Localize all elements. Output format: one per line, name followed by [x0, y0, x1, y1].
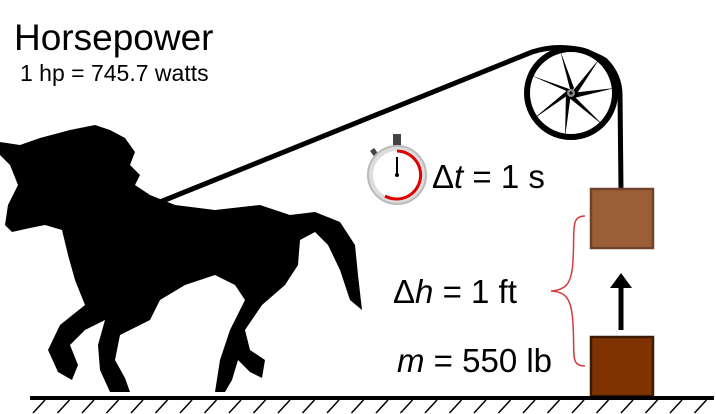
ground-hatch	[252, 399, 267, 414]
ground-hatch	[56, 399, 71, 414]
weight-box	[589, 335, 655, 398]
horse-silhouette	[0, 125, 362, 392]
ground-hatch	[154, 399, 169, 414]
ground-hatch	[81, 399, 95, 414]
title: Horsepower	[14, 17, 213, 58]
mass-label: m = 550 lb	[397, 342, 552, 379]
ground-hatch	[497, 399, 512, 414]
ground-hatch	[326, 399, 340, 414]
ground-hatch	[228, 399, 242, 414]
ground-hatch	[350, 399, 365, 414]
ground-hatch	[105, 399, 120, 414]
ground-hatch	[130, 399, 144, 414]
subtitle: 1 hp = 745.7 watts	[20, 60, 209, 86]
ground-hatch	[595, 399, 610, 414]
height-brace	[550, 215, 586, 367]
ground-hatch	[399, 399, 414, 414]
ground-hatch	[571, 399, 585, 414]
ground-hatch	[424, 399, 438, 414]
ground-hatch	[522, 399, 536, 414]
raised-weight-box	[589, 187, 655, 250]
up-arrow-icon	[610, 273, 632, 330]
ground-hatch	[473, 399, 487, 414]
ground-hatch	[375, 399, 389, 414]
ground-hatch	[277, 399, 291, 414]
time-label: Δt = 1 s	[432, 158, 545, 195]
rope	[159, 45, 624, 205]
ground-hatch	[448, 399, 463, 414]
height-label: Δh = 1 ft	[393, 273, 517, 310]
pulley-icon	[524, 46, 618, 140]
ground	[30, 396, 714, 414]
ground-hatch	[301, 399, 316, 414]
ground-hatch	[546, 399, 561, 414]
ground-hatch	[620, 399, 634, 414]
ground-hatch	[203, 399, 218, 414]
stopwatch-icon	[367, 134, 427, 205]
ground-hatch	[32, 399, 46, 414]
ground-hatch	[644, 399, 659, 414]
ground-hatch	[669, 399, 683, 414]
ground-hatch	[179, 399, 193, 414]
ground-hatch	[693, 399, 708, 414]
